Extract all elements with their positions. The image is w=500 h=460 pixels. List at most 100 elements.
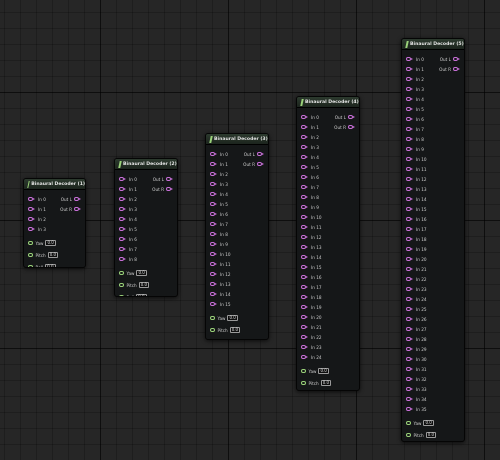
float-pin-icon[interactable] <box>28 252 33 258</box>
input-pin[interactable]: In 8 <box>301 195 319 200</box>
audio-pin-icon[interactable] <box>406 356 411 362</box>
input-pin[interactable]: In 23 <box>406 287 427 292</box>
audio-pin-icon[interactable] <box>301 114 306 120</box>
audio-pin-icon[interactable] <box>119 226 124 232</box>
audio-pin-icon[interactable] <box>406 166 411 172</box>
param-value-field[interactable]: 0.0 <box>47 252 59 258</box>
audio-pin-icon[interactable] <box>119 246 124 252</box>
param-value-field[interactable]: 0.0 <box>423 420 434 426</box>
input-pin[interactable]: In 3 <box>406 87 424 92</box>
output-pin[interactable]: Out R <box>243 162 264 167</box>
input-pin[interactable]: In 14 <box>210 292 231 297</box>
input-pin[interactable]: In 30 <box>406 357 427 362</box>
audio-pin-icon[interactable] <box>166 176 171 182</box>
audio-pin-icon[interactable] <box>406 76 411 82</box>
input-pin[interactable]: In 10 <box>406 157 427 162</box>
input-pin[interactable]: In 24 <box>301 355 322 360</box>
input-pin[interactable]: In 1 <box>210 162 228 167</box>
audio-pin-icon[interactable] <box>406 236 411 242</box>
float-pin-icon[interactable] <box>406 432 411 438</box>
audio-pin-icon[interactable] <box>301 124 306 130</box>
audio-pin-icon[interactable] <box>119 206 124 212</box>
input-pin[interactable]: In 32 <box>406 377 427 382</box>
float-pin-icon[interactable] <box>119 282 124 288</box>
audio-pin-icon[interactable] <box>301 164 306 170</box>
audio-pin-icon[interactable] <box>406 296 411 302</box>
input-pin[interactable]: In 16 <box>301 275 322 280</box>
input-pin[interactable]: In 27 <box>406 327 427 332</box>
audio-pin-icon[interactable] <box>210 271 215 277</box>
audio-pin-icon[interactable] <box>301 234 306 240</box>
input-pin[interactable]: In 2 <box>406 77 424 82</box>
audio-pin-icon[interactable] <box>210 171 215 177</box>
param-value-field[interactable]: 0.0 <box>138 282 150 288</box>
input-pin[interactable]: In 2 <box>28 217 46 222</box>
input-pin[interactable]: In 21 <box>406 267 427 272</box>
input-pin[interactable]: In 9 <box>301 205 319 210</box>
audio-pin-icon[interactable] <box>28 216 33 222</box>
input-pin[interactable]: In 35 <box>406 407 427 412</box>
float-pin-icon[interactable] <box>406 420 411 426</box>
input-pin[interactable]: In 12 <box>210 272 231 277</box>
input-pin[interactable]: In 1 <box>301 125 319 130</box>
audio-pin-icon[interactable] <box>301 144 306 150</box>
audio-pin-icon[interactable] <box>210 261 215 267</box>
output-pin[interactable]: Out R <box>439 67 460 72</box>
input-pin[interactable]: In 13 <box>301 245 322 250</box>
audio-pin-icon[interactable] <box>406 86 411 92</box>
audio-pin-icon[interactable] <box>406 336 411 342</box>
audio-pin-icon[interactable] <box>210 301 215 307</box>
input-pin[interactable]: In 10 <box>301 215 322 220</box>
input-pin[interactable]: In 0 <box>406 57 424 62</box>
audio-pin-icon[interactable] <box>210 291 215 297</box>
input-pin[interactable]: In 3 <box>28 227 46 232</box>
audio-pin-icon[interactable] <box>301 284 306 290</box>
input-pin[interactable]: In 2 <box>210 172 228 177</box>
input-pin[interactable]: In 19 <box>406 247 427 252</box>
input-pin[interactable]: In 10 <box>210 252 231 257</box>
input-pin[interactable]: In 18 <box>406 237 427 242</box>
audio-pin-icon[interactable] <box>257 161 262 167</box>
output-pin[interactable]: Out L <box>244 152 264 157</box>
input-pin[interactable]: In 33 <box>406 387 427 392</box>
audio-pin-icon[interactable] <box>406 226 411 232</box>
audio-pin-icon[interactable] <box>406 196 411 202</box>
output-pin[interactable]: Out R <box>60 207 81 212</box>
audio-pin-icon[interactable] <box>406 66 411 72</box>
input-pin[interactable]: In 0 <box>28 197 46 202</box>
input-pin[interactable]: In 28 <box>406 337 427 342</box>
input-pin[interactable]: In 4 <box>301 155 319 160</box>
audio-pin-icon[interactable] <box>119 196 124 202</box>
input-pin[interactable]: In 2 <box>119 197 137 202</box>
input-pin[interactable]: In 12 <box>301 235 322 240</box>
input-pin[interactable]: In 17 <box>406 227 427 232</box>
float-pin-icon[interactable] <box>119 294 124 296</box>
audio-pin-icon[interactable] <box>406 366 411 372</box>
param-value-field[interactable]: 0.0 <box>227 339 237 340</box>
input-pin[interactable]: In 5 <box>406 107 424 112</box>
input-pin[interactable]: In 17 <box>301 285 322 290</box>
input-pin[interactable]: In 9 <box>406 147 424 152</box>
audio-pin-icon[interactable] <box>301 334 306 340</box>
audio-pin-icon[interactable] <box>301 254 306 260</box>
audio-pin-icon[interactable] <box>119 216 124 222</box>
input-pin[interactable]: In 4 <box>406 97 424 102</box>
input-pin[interactable]: In 6 <box>210 212 228 217</box>
input-pin[interactable]: In 6 <box>301 175 319 180</box>
audio-pin-icon[interactable] <box>406 246 411 252</box>
input-pin[interactable]: In 34 <box>406 397 427 402</box>
audio-pin-icon[interactable] <box>301 174 306 180</box>
input-pin[interactable]: In 5 <box>301 165 319 170</box>
input-pin[interactable]: In 3 <box>119 207 137 212</box>
float-pin-icon[interactable] <box>301 368 306 374</box>
input-pin[interactable]: In 20 <box>406 257 427 262</box>
audio-pin-icon[interactable] <box>210 281 215 287</box>
audio-pin-icon[interactable] <box>348 114 353 120</box>
